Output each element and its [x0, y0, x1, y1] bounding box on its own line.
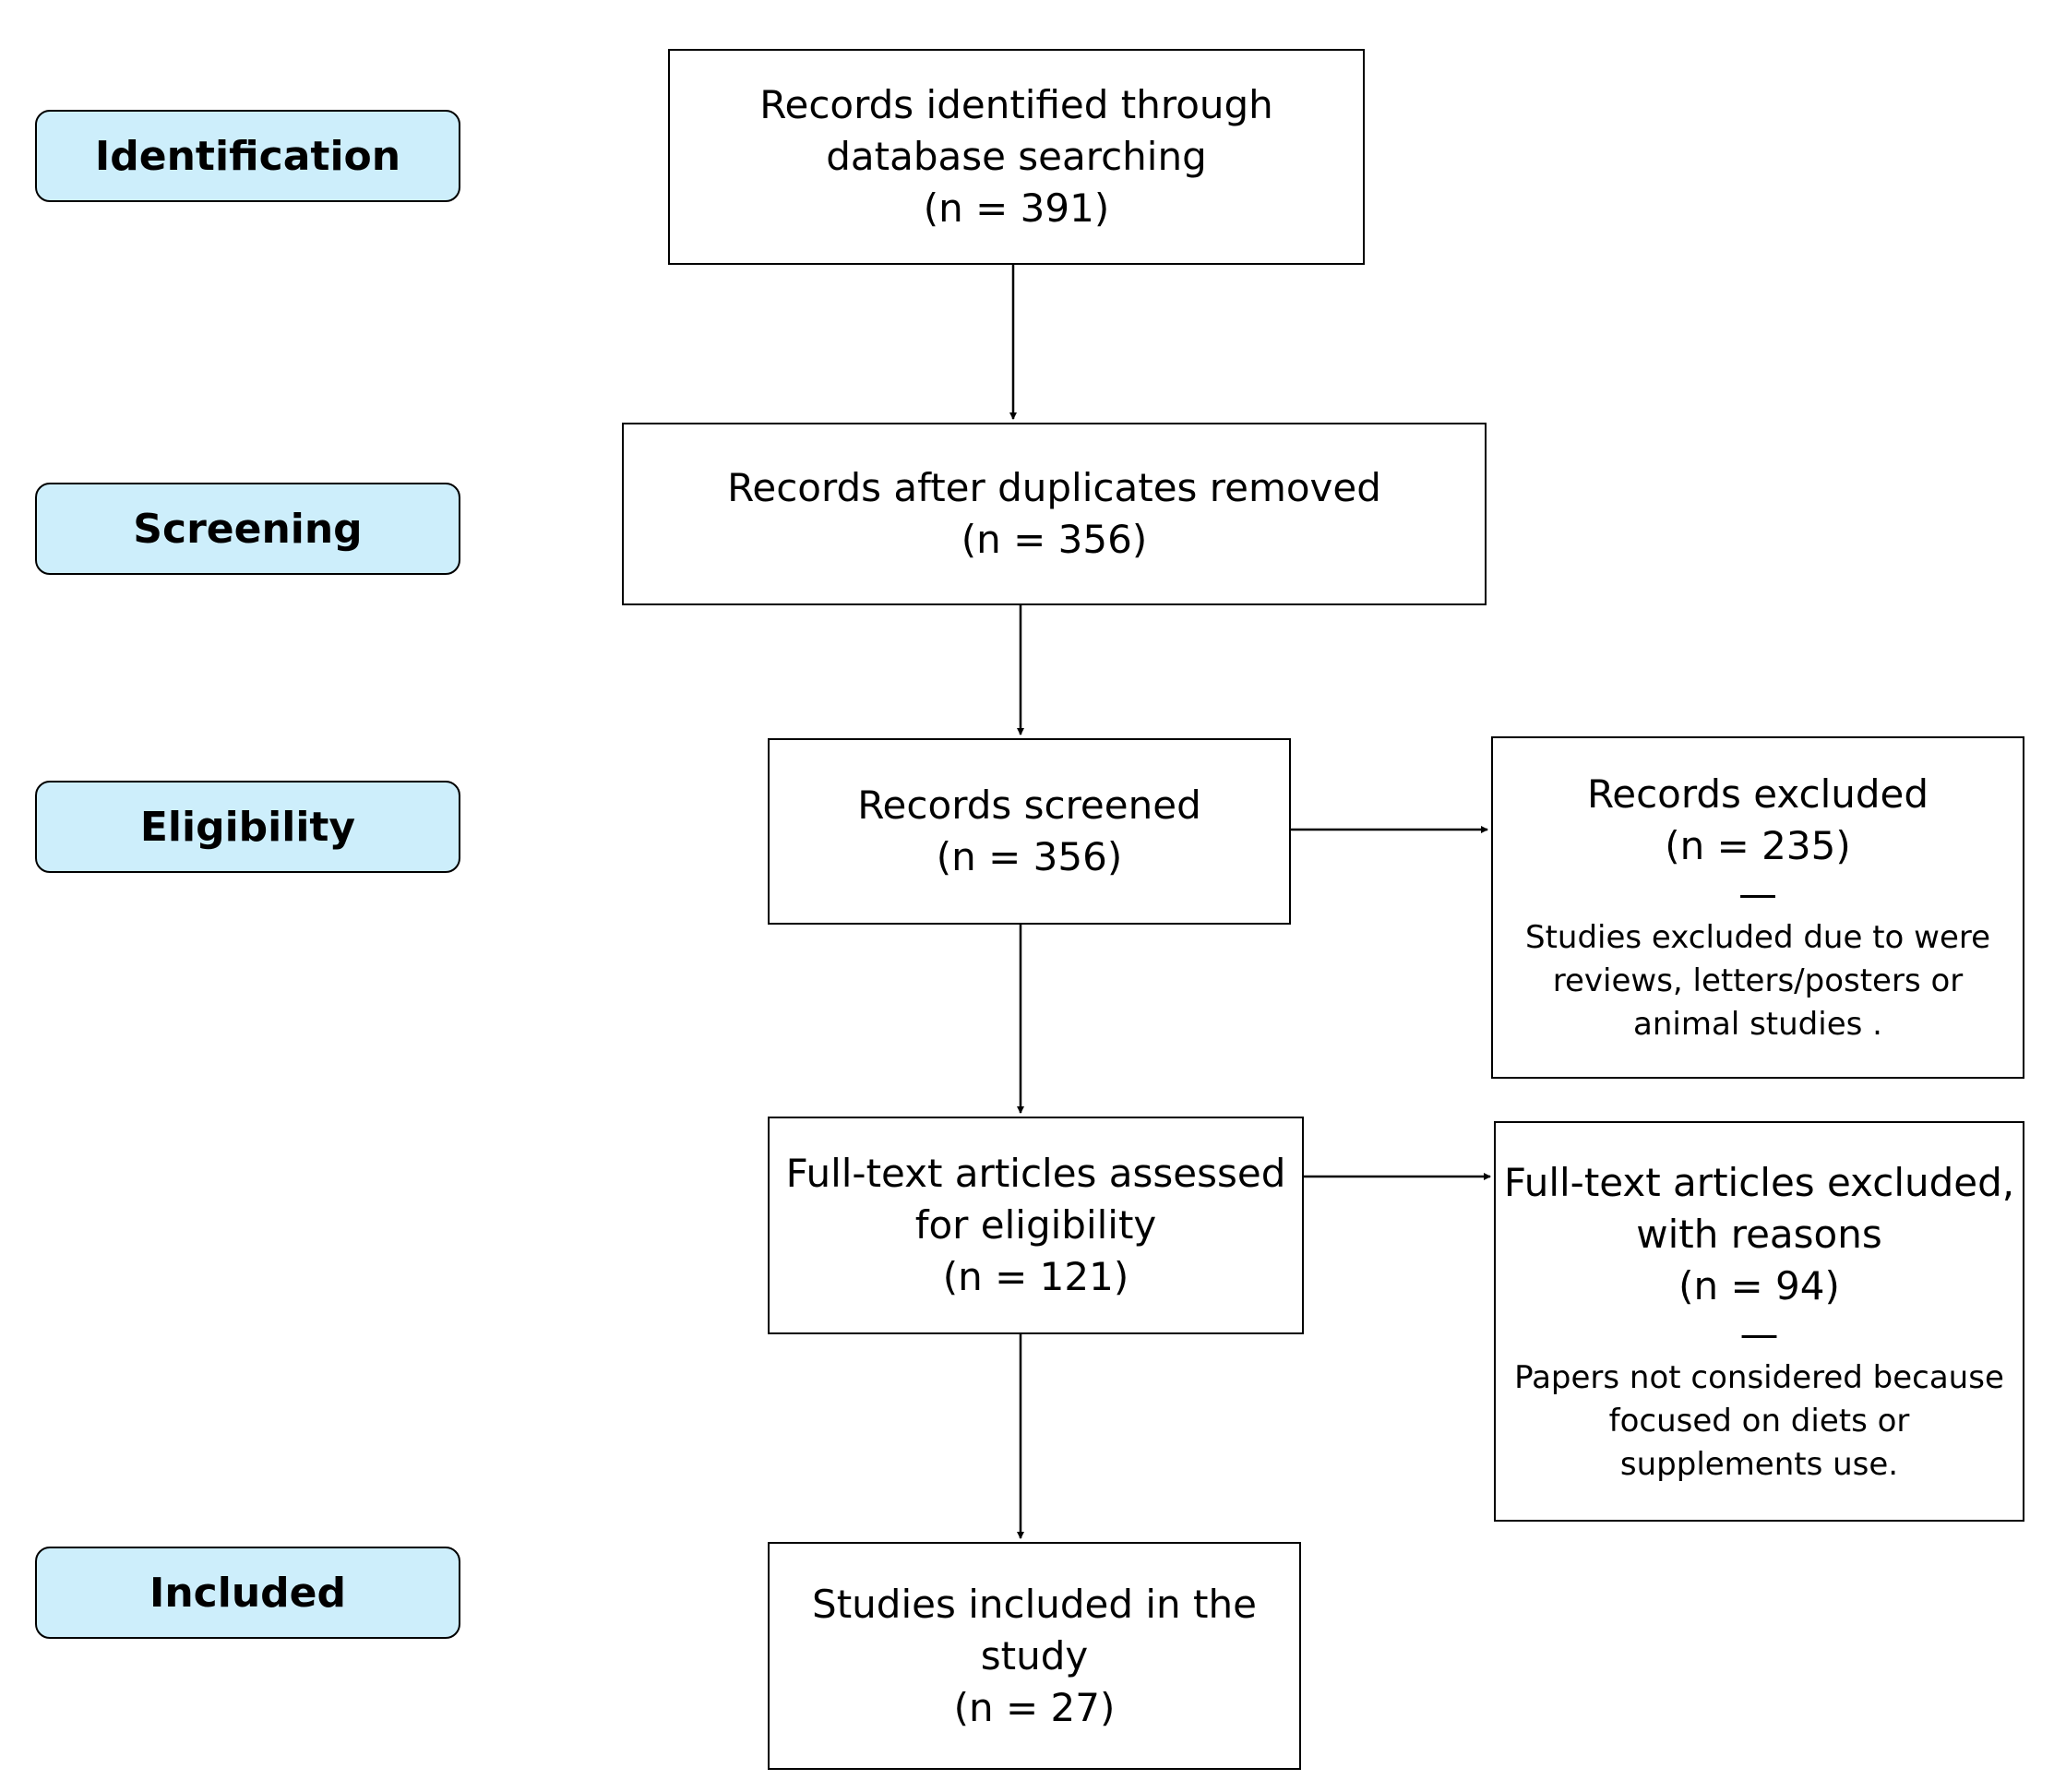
box-text-line: Records identified through — [759, 82, 1273, 127]
phase-label-eligibility: Eligibility — [35, 781, 460, 873]
box-count: (n = 27) — [953, 1684, 1116, 1730]
box-note-line: Studies excluded due to were — [1524, 919, 1991, 956]
box-text-line: Full-text articles excluded, — [1503, 1159, 2015, 1205]
box-text-line: Studies included in the — [812, 1581, 1257, 1627]
box-count: (n = 356) — [961, 517, 1148, 562]
box-fulltext-excluded: Full-text articles excluded, with reason… — [1494, 1121, 2024, 1522]
box-count: (n = 235) — [1665, 823, 1851, 868]
box-separator: — — [1738, 871, 1777, 916]
box-note-line: Papers not considered because — [1514, 1358, 2004, 1396]
box-count: (n = 391) — [923, 185, 1110, 231]
box-note-line: animal studies . — [1633, 1006, 1882, 1043]
box-text-line: for eligibility — [914, 1202, 1157, 1248]
box-after-duplicates: Records after duplicates removed (n = 35… — [622, 423, 1487, 605]
box-text-line: study — [980, 1632, 1089, 1679]
box-note-line: supplements use. — [1619, 1445, 1899, 1483]
box-note-line: reviews, letters/posters or — [1552, 962, 1964, 999]
phase-label-included: Included — [35, 1547, 460, 1639]
box-count: (n = 356) — [936, 834, 1123, 879]
box-records-excluded: Records excluded (n = 235) — Studies exc… — [1491, 736, 2024, 1079]
phase-label-identification: Identification — [35, 110, 460, 202]
box-studies-included: Studies included in the study (n = 27) — [768, 1542, 1301, 1770]
box-text-line: Records after duplicates removed — [727, 465, 1381, 510]
phase-label-screening: Screening — [35, 483, 460, 575]
box-text-line: Full-text articles assessed — [785, 1151, 1286, 1196]
box-records-screened: Records screened (n = 356) — [768, 738, 1291, 925]
box-fulltext-assessed: Full-text articles assessed for eligibil… — [768, 1117, 1304, 1334]
box-note-line: focused on diets or — [1608, 1402, 1910, 1440]
box-count: (n = 94) — [1678, 1262, 1840, 1308]
box-text-line: Records excluded — [1586, 771, 1929, 817]
box-separator: — — [1739, 1310, 1779, 1356]
box-count: (n = 121) — [942, 1254, 1129, 1299]
box-text-line: database searching — [826, 134, 1207, 179]
box-text-line: with reasons — [1636, 1211, 1882, 1257]
box-text-line: Records screened — [857, 783, 1201, 828]
box-records-identified: Records identified through database sear… — [668, 49, 1365, 265]
